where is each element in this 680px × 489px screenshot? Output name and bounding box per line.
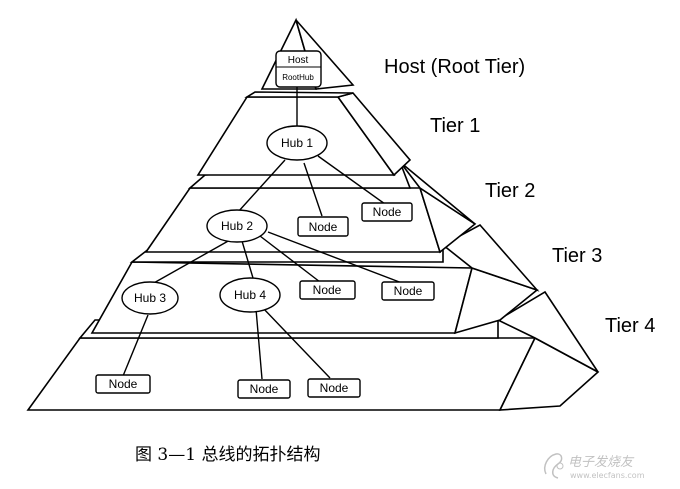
node-tier2-a	[297, 216, 349, 237]
hub-2-label: Hub 2	[221, 219, 253, 233]
hub-1-label: Hub 1	[281, 136, 313, 150]
node-label: Node	[394, 284, 423, 298]
node-tier4-c	[307, 378, 361, 398]
node-label: Node	[309, 220, 338, 234]
tier-3-slab	[90, 223, 540, 335]
hub-3	[121, 281, 179, 315]
node-tier4-b	[237, 379, 291, 399]
hub-4	[219, 277, 281, 313]
node-label: Node	[320, 381, 349, 395]
watermark-logo: 电子发烧友 www.elecfans.com	[544, 453, 645, 480]
tier-label-4: Tier 4	[605, 315, 656, 337]
host-label: Host	[288, 55, 309, 66]
node-label: Node	[250, 382, 279, 396]
svg-text:电子发烧友: 电子发烧友	[568, 455, 635, 470]
hub-3-label: Hub 3	[134, 291, 166, 305]
svg-text:www.elecfans.com: www.elecfans.com	[570, 471, 645, 480]
connection-lines	[122, 87, 403, 380]
node-tier2-b	[361, 202, 413, 222]
tier-label-1: Tier 1	[430, 115, 481, 137]
node-label: Node	[109, 377, 138, 391]
node-tier3-a	[299, 280, 356, 300]
figure-caption: 图 3—1 总线的拓扑结构	[135, 445, 321, 465]
tier-label-root: Host (Root Tier)	[384, 56, 526, 78]
node-label: Node	[313, 283, 342, 297]
tier-label-3: Tier 3	[552, 245, 603, 267]
hub-1	[266, 125, 328, 161]
node-tier3-b	[381, 281, 435, 301]
node-tier4-a	[95, 374, 151, 394]
roothub-label: RootHub	[282, 73, 314, 82]
host-root-hub: Host RootHub	[275, 50, 322, 88]
hub-4-label: Hub 4	[234, 288, 266, 302]
node-label: Node	[373, 205, 402, 219]
hub-2	[206, 209, 268, 243]
tier-label-2: Tier 2	[485, 180, 536, 202]
